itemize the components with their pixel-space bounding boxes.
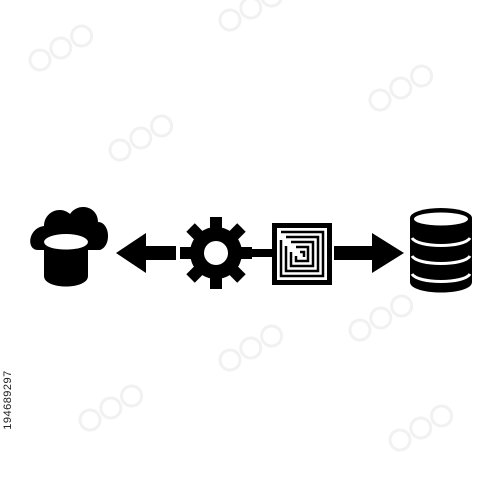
connector-line [252,249,272,257]
connector-line-left [181,249,187,257]
stock-id-label: 194689297 [2,300,14,500]
gear-icon [180,217,252,289]
database-icon [410,208,472,293]
stock-id-text: 194689297 [2,370,14,430]
arrow-left-icon [116,233,176,273]
cloud-database-icon [30,207,109,287]
arrow-right-icon [334,233,404,273]
chip-icon [272,223,332,285]
